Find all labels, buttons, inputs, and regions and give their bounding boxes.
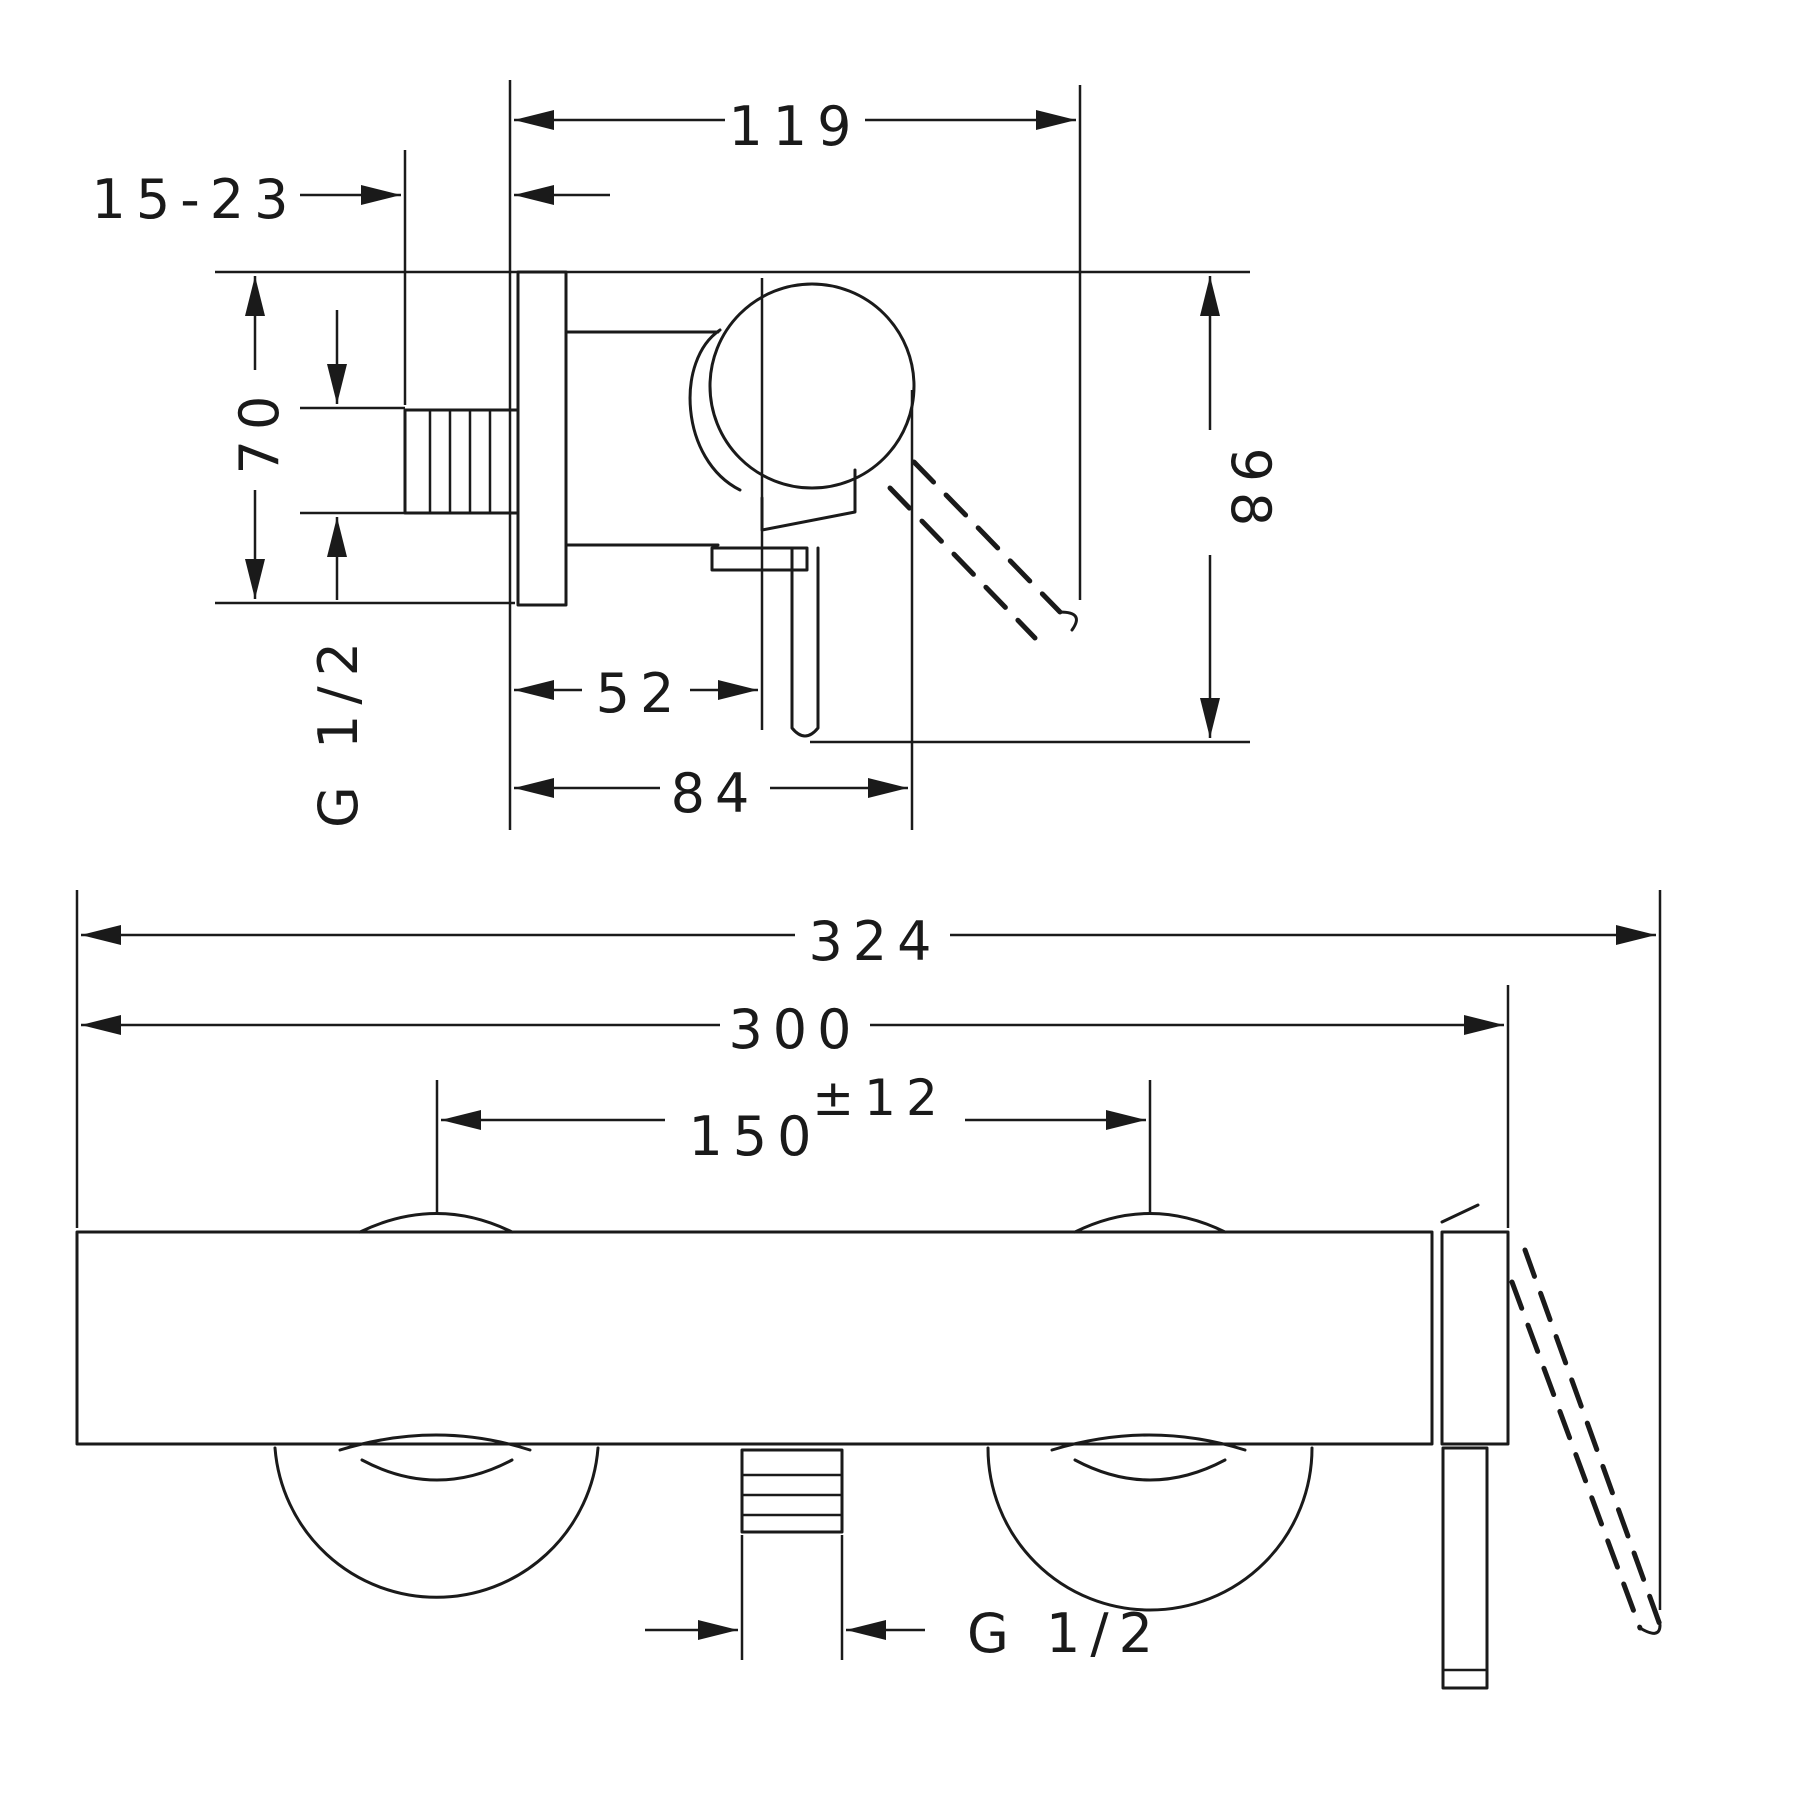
side-view: 119 15-23 70 G 1/2 98 52 84	[92, 80, 1282, 830]
dim-150: 150	[688, 1105, 821, 1168]
dim-119: 119	[728, 95, 861, 158]
front-view: 324 300 150 ±12 G 1/2	[75, 890, 1663, 1690]
dim-15-23: 15-23	[92, 168, 299, 231]
side-thread-label: G 1/2	[307, 632, 370, 828]
dim-70: 70	[228, 386, 291, 475]
dim-324: 324	[808, 910, 941, 973]
dim-300: 300	[728, 998, 861, 1061]
dim-52: 52	[596, 662, 685, 725]
dim-98: 98	[1219, 448, 1282, 537]
front-thread-label: G 1/2	[967, 1602, 1163, 1665]
dim-84: 84	[671, 762, 760, 825]
dim-150-tolerance: ±12	[812, 1069, 948, 1127]
